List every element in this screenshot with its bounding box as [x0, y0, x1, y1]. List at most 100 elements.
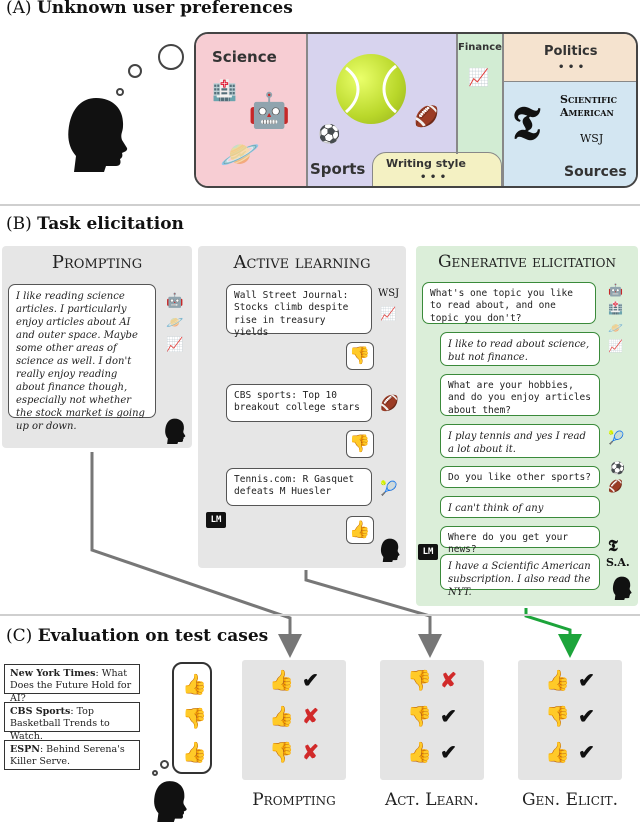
thumbs-up-icon: 👍: [269, 704, 295, 728]
check-icon: ✔: [578, 668, 595, 692]
section-a-label: (A): [6, 0, 32, 18]
method-label: Gen. Elicit.: [521, 790, 619, 810]
user-reply-4: I have a Scientific American subscriptio…: [440, 554, 600, 598]
lm-query-wsj: Wall Street Journal: Stocks climb despit…: [226, 284, 372, 338]
lm-question-4: Where do you get your news?: [440, 526, 600, 555]
lm-query-tennis: Tennis.com: R Gasquet defeats M Huesler: [226, 468, 372, 506]
result-row: 👎✔: [380, 704, 484, 728]
thumbs-down-icon: 👎: [545, 704, 571, 728]
hospital-icon: 🏥: [212, 78, 237, 102]
thumbs-up-icon: 👍: [407, 740, 433, 764]
football-icon: 🏈: [414, 104, 439, 128]
tennis-ball-icon: [336, 54, 406, 124]
lm-question-3: Do you like other sports?: [440, 466, 600, 488]
thumbs-down-response: 👎: [346, 342, 374, 370]
thumbs-down-icon: 👎: [407, 668, 433, 692]
lm-query-cbs: CBS sports: Top 10 breakout college star…: [226, 384, 372, 422]
arrow-generative: [524, 608, 582, 658]
result-row: 👎✘: [380, 668, 484, 692]
article-source: CBS Sports: [10, 706, 71, 717]
cross-icon: ✘: [440, 668, 457, 692]
result-box: 👍✔👍✘👎✘: [242, 660, 346, 780]
flow-arrows: [90, 452, 582, 658]
check-icon: ✔: [440, 740, 457, 764]
prompting-panel: Prompting I like reading science article…: [2, 246, 192, 448]
result-row: 👍✔: [518, 740, 622, 764]
thought-dot-medium: [128, 64, 142, 78]
user-head-icon: [154, 781, 187, 822]
result-row: 👍✘: [242, 704, 346, 728]
thumbs-down-icon: 👎: [269, 740, 295, 764]
science-label: Science: [212, 48, 277, 66]
active-learning-panel: Active learning Wall Street Journal: Sto…: [198, 246, 406, 568]
result-box: 👍✔👎✔👍✔: [518, 660, 622, 780]
thumbs-up-icon: 👍: [182, 672, 207, 696]
user-reply-2: I play tennis and yes I read a lot about…: [440, 424, 600, 458]
test-article-2: CBS Sports: Top Basketball Trends to Wat…: [4, 702, 140, 742]
article-headline: : What Does the Future Hold for AI?: [10, 668, 132, 704]
sports-label: Sports: [310, 160, 366, 178]
divider-line: [306, 34, 308, 186]
result-row: 👍✔: [518, 668, 622, 692]
article-source: New York Times: [10, 668, 96, 679]
section-b-label: (B): [6, 214, 32, 234]
prompting-title: Prompting: [51, 252, 143, 273]
result-row: 👍✔: [380, 740, 484, 764]
thumbs-up-icon: 👍: [545, 740, 571, 764]
check-icon: ✔: [440, 704, 457, 728]
scientific-american-logo: Scientific American: [560, 93, 617, 119]
tennis-ball-seams: [344, 64, 397, 114]
user-head-icon: [68, 98, 128, 172]
writing-style-more: • • •: [420, 172, 447, 183]
soccer-ball-icon: ⚽: [610, 461, 625, 475]
politics-cell: [502, 34, 636, 82]
thumbs-up-icon: 👍: [545, 668, 571, 692]
article-headline: : Behind Serena's Killer Serve.: [10, 744, 125, 768]
robot-icon: 🤖: [248, 91, 291, 131]
generative-elicitation-title: Generative elicitation: [437, 252, 617, 272]
article-source: ESPN: [10, 744, 40, 755]
thought-dot-small: [116, 88, 124, 96]
result-row: 👍✔: [242, 668, 346, 692]
politics-more: • • •: [558, 62, 585, 73]
thumbs-up-icon: 👍: [182, 740, 207, 764]
section-a-heading: Unknown user preferences: [36, 0, 293, 18]
planet-icon: 🪐: [166, 315, 184, 331]
result-box: 👎✘👎✔👍✔: [380, 660, 484, 780]
result-row: 👎✘: [242, 740, 346, 764]
check-icon: ✔: [578, 704, 595, 728]
thumbs-up-response: 👍: [346, 516, 374, 544]
section-c-heading: Evaluation on test cases: [37, 626, 269, 646]
section-b-title: (B) Task elicitation: [6, 214, 184, 234]
writing-cell: [372, 152, 502, 186]
science-cell: [196, 34, 306, 186]
lm-question-2: What are your hobbies, and do you enjoy …: [440, 374, 600, 416]
test-article-3: ESPN: Behind Serena's Killer Serve.: [4, 740, 140, 770]
cross-icon: ✘: [302, 740, 319, 764]
arrow-active-learning: [304, 570, 442, 658]
scientific-american-abbrev: S.A.: [606, 556, 630, 569]
tennis-ball-icon: 🎾: [608, 431, 625, 446]
user-head-icon: [165, 418, 186, 444]
section-divider: [0, 204, 640, 206]
section-b-heading: Task elicitation: [37, 214, 184, 234]
section-divider: [0, 614, 640, 616]
section-a-title: (A) Unknown user preferences: [6, 0, 293, 18]
check-icon: ✔: [578, 740, 595, 764]
writing-style-label: Writing style: [386, 157, 466, 170]
sources-cell: [502, 82, 636, 186]
nyt-logo-icon: 𝕿: [608, 536, 618, 555]
chart-up-icon: 📈: [380, 307, 397, 322]
user-reply-3: I can't think of any: [440, 496, 600, 518]
user-head-icon: [612, 576, 632, 600]
planet-icon: 🪐: [608, 321, 623, 335]
wsj-logo: WSJ: [378, 288, 400, 299]
robot-icon: 🤖: [166, 293, 184, 309]
football-icon: 🏈: [608, 479, 623, 493]
method-label: Prompting: [252, 790, 336, 810]
article-headline: : Top Basketball Trends to Watch.: [10, 706, 110, 742]
divider-line: [502, 34, 504, 186]
lm-badge: LM: [418, 544, 438, 560]
chart-up-icon: 📈: [608, 339, 623, 353]
section-c-label: (C): [6, 626, 33, 646]
